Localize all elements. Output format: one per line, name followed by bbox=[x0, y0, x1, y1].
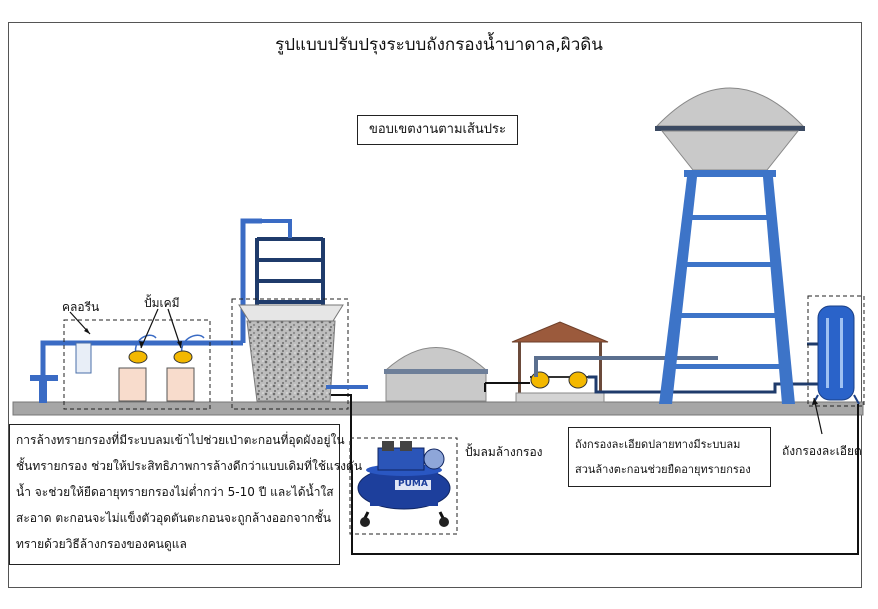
chlorine-label: คลอรีน bbox=[62, 300, 100, 314]
note-left-line-3: น้ำ จะช่วยให้ยืดอายุทรายกรองไม่ต่ำกว่า 5… bbox=[16, 485, 334, 499]
fine-filter-tank bbox=[807, 305, 860, 405]
intake-pipe bbox=[30, 218, 262, 403]
chemical-pump-pointer-2 bbox=[167, 308, 182, 349]
chemical-pump-pointer-1 bbox=[140, 308, 159, 349]
note-right-line-1: ถังกรองละเอียดปลายทางมีระบบลม bbox=[575, 438, 741, 451]
ground-slab bbox=[12, 401, 864, 416]
filter-ladder bbox=[255, 237, 325, 305]
distribution-pipe bbox=[534, 356, 718, 377]
note-left-line-4: สะอาด ตะกอนจะไม่แข็งตัวอุดตันตะกอนจะถูกล… bbox=[16, 511, 331, 525]
page-title: รูปแบบปรับปรุงระบบถังกรองน้ำบาดาล,ผิวดิน bbox=[275, 35, 603, 55]
air-pump-label: ปั้มลมล้างกรอง bbox=[465, 445, 543, 459]
air-compressor bbox=[357, 441, 451, 527]
note-left-line-2: ชั้นทรายกรอง ช่วยให้ประสิทธิภาพการล้างดี… bbox=[16, 459, 363, 473]
reservoir-dome bbox=[384, 347, 488, 402]
note-right-line-2: สวนล้างตะกอนช่วยยืดอายุทรายกรอง bbox=[575, 463, 751, 476]
water-tower bbox=[655, 87, 805, 404]
chemical-pump-2 bbox=[166, 334, 205, 402]
note-left-line-1: การล้างทรายกรองที่มีระบบลมเข้าไปช่วยเป่า… bbox=[16, 433, 345, 447]
compressor-brand: PUMA bbox=[398, 479, 428, 489]
scope-fine-filter bbox=[807, 295, 865, 407]
pump-house bbox=[484, 321, 609, 403]
chemical-pump-label: ปั้มเคมี bbox=[144, 296, 180, 310]
note-left-box: การล้างทรายกรองที่มีระบบลมเข้าไปช่วยเป่า… bbox=[9, 424, 363, 565]
scope-legend-text: ขอบเขตงานตามเส้นประ bbox=[368, 122, 507, 137]
scope-air-compressor bbox=[349, 437, 458, 535]
note-left-line-5: ทรายด้วยวิธีล้างกรองของคนดูแล bbox=[16, 537, 187, 551]
scope-legend-box: ขอบเขตงานตามเส้นประ bbox=[357, 115, 518, 145]
scope-chemical-area bbox=[63, 319, 211, 410]
gravel-filter-tank bbox=[238, 304, 344, 402]
fine-filter-label: ถังกรองละเอียด bbox=[782, 444, 862, 458]
note-right-box: ถังกรองละเอียดปลายทางมีระบบลม สวนล้างตะก… bbox=[568, 427, 771, 487]
air-line-fine-filter bbox=[351, 404, 859, 555]
scope-gravel-filter bbox=[231, 298, 349, 410]
chemical-pump-1 bbox=[118, 334, 157, 402]
chlorine-tank bbox=[75, 342, 92, 374]
